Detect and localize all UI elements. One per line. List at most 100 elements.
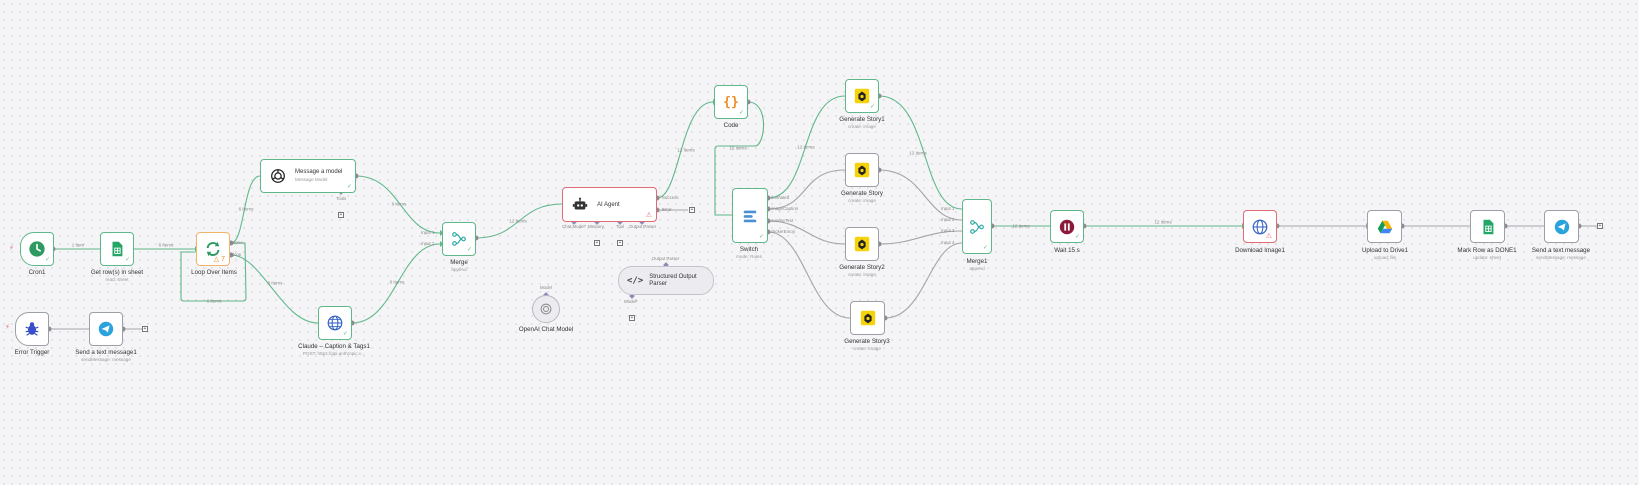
globe-icon [327, 315, 343, 331]
node-subtitle: sendMessage: message [81, 357, 131, 362]
openai-icon [540, 303, 552, 315]
node-openai-chat-model[interactable] [532, 295, 560, 323]
node-code[interactable]: {} ✓ [714, 85, 748, 119]
edge-story-merge2 [878, 169, 963, 221]
node-get-rows[interactable]: ✓ [100, 232, 134, 266]
add-node-button[interactable]: + [142, 326, 148, 332]
edge-switch-story3 [767, 231, 851, 319]
add-tool-button[interactable]: + [338, 212, 344, 218]
edge-label: 6 items [389, 279, 405, 285]
node-subtitle: append [451, 267, 467, 272]
edge-switch-story1 [767, 95, 846, 199]
node-error-trigger[interactable] [15, 312, 49, 346]
trigger-bolt-icon: ⚡ [9, 245, 14, 252]
port-label: Input 1 [421, 230, 435, 235]
node-message-model[interactable]: Message a model Message Model ✓ [260, 159, 356, 193]
node-claude-http[interactable]: ✓ [318, 306, 352, 340]
node-cron[interactable]: ✓ [20, 232, 54, 266]
node-subtitle: read: sheet [105, 277, 129, 282]
node-upload-drive[interactable] [1367, 210, 1402, 243]
node-title: Generate Story3 [844, 338, 890, 345]
node-title: Send a text message [1531, 247, 1591, 254]
node-generate-story1[interactable]: ✓ [845, 79, 879, 113]
edge-label: 12 items [1154, 219, 1172, 225]
edge-loop-msg [230, 175, 261, 244]
curly-braces-icon: {} [723, 94, 739, 110]
add-tool-button[interactable]: + [617, 240, 623, 246]
node-subtitle: Message Model [295, 177, 328, 182]
add-memory-button[interactable]: + [594, 240, 600, 246]
node-send-message[interactable] [1544, 210, 1579, 243]
node-title: OpenAI Chat Model [518, 326, 574, 333]
edge-label: 6 items [158, 242, 174, 248]
port-label: Input 4 [941, 240, 955, 245]
edge-label: 12 items [677, 147, 695, 153]
node-title: Switch [739, 246, 759, 253]
edge-loop-claude [230, 254, 319, 324]
node-loop[interactable]: △ 7 [196, 232, 230, 266]
success-check-icon: ✓ [44, 257, 50, 263]
node-title: Generate Story1 [839, 116, 885, 123]
node-title: Error Trigger [14, 349, 50, 356]
add-model-button[interactable]: + [629, 315, 635, 321]
node-mark-row[interactable] [1470, 210, 1505, 243]
node-subtitle: upload: file [1373, 255, 1397, 260]
node-merge[interactable]: ✓ [442, 222, 476, 256]
image-gen-icon [854, 162, 870, 178]
loop-icon [206, 241, 220, 257]
edge-agent-code [656, 101, 714, 199]
google-sheets-icon [1483, 219, 1493, 234]
image-gen-icon [854, 236, 870, 252]
openai-icon [271, 169, 285, 183]
error-alert-icon: ⚠ [1265, 233, 1272, 240]
port-label: Memory [588, 224, 604, 229]
node-switch[interactable]: ✓ [732, 188, 768, 243]
port-label: Input 2 [421, 241, 435, 246]
port-label: Tools [336, 196, 347, 201]
success-check-icon: ✓ [466, 247, 472, 253]
edge-story1-merge2 [878, 95, 963, 210]
node-download-image[interactable]: ⚠ [1243, 210, 1277, 243]
node-subtitle: create: image [848, 272, 876, 277]
edge-msg-merge [355, 175, 441, 234]
node-generate-story2[interactable] [845, 227, 879, 261]
node-title: Structured Output Parser [649, 273, 697, 287]
node-ai-agent[interactable]: AI Agent ⚠ [562, 187, 657, 222]
success-check-icon: ✓ [982, 245, 988, 251]
edge-label: 6 items [267, 280, 283, 286]
node-title: Loop Over Items [191, 269, 237, 276]
edge-story2-merge2 [878, 230, 963, 245]
node-wait[interactable]: ✓ [1050, 210, 1084, 243]
node-generate-story[interactable] [845, 153, 879, 187]
edge-switch-story2 [767, 220, 846, 245]
node-title: Cron1 [28, 269, 46, 276]
edge-label: 12 items [797, 144, 815, 150]
node-title: Get row(s) in sheet [90, 269, 144, 276]
port-label: Error [662, 207, 672, 212]
bug-icon [25, 322, 39, 336]
node-generate-story3[interactable] [850, 301, 885, 335]
node-title: Wait 15 s [1054, 247, 1080, 254]
telegram-icon [98, 321, 114, 337]
node-send-message1[interactable] [89, 312, 123, 346]
node-subtitle: update: sheet [1473, 255, 1501, 260]
node-title: Merge1 [966, 258, 988, 265]
node-title: Generate Story2 [839, 264, 885, 271]
merge-icon [452, 232, 466, 246]
node-subtitle: sendMessage: message [1536, 255, 1586, 260]
add-node-button[interactable]: + [689, 207, 695, 213]
pause-icon [1059, 219, 1075, 234]
node-title: Claude – Caption & Tags1 [298, 343, 370, 350]
node-structured-output-parser[interactable]: </> Structured Output Parser [618, 266, 714, 295]
edge-label: 12 items [1012, 223, 1030, 229]
success-check-icon: ✓ [1074, 234, 1080, 240]
add-node-button[interactable]: + [1597, 223, 1603, 229]
node-subtitle: mode: Rules [736, 254, 762, 259]
node-title: Download Image1 [1235, 247, 1285, 254]
node-title: Mark Row as DONE1 [1457, 247, 1517, 254]
node-title: Generate Story [841, 190, 883, 197]
port-label: Success [662, 195, 679, 200]
port-label: Model* [624, 299, 638, 304]
node-merge1[interactable]: ✓ [962, 199, 992, 254]
success-check-icon: ✓ [342, 331, 348, 337]
